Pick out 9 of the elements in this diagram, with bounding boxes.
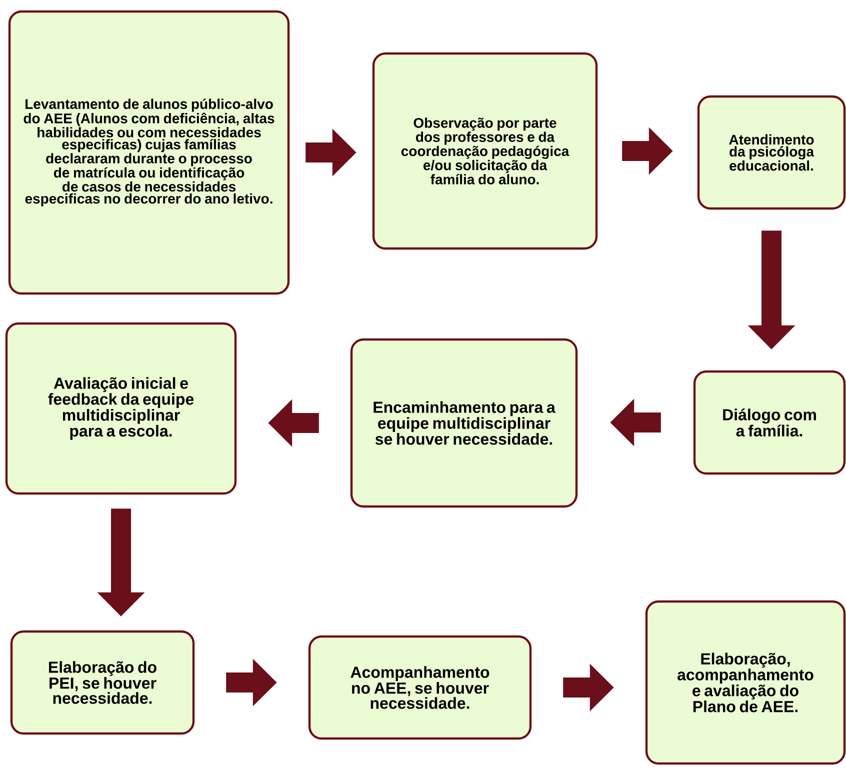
- process-box: Atendimento da psicóloga educacional.: [697, 95, 846, 210]
- process-box: Observação por parte dos professores e da coordenação pedagógica e/ou solicitação da família do aluno.: [372, 52, 598, 250]
- process-box: Diálogo com a família.: [693, 370, 846, 475]
- process-box: Levantamento de alunos público-alvo do AEE (Alunos com deficiência, altas habilidades ou com necessidades especificas) cujas famílias declararam durante o processo de matrícula ou identificação de casos de necessidades especificas no decorrer do ano letivo.: [8, 10, 290, 295]
- process-box: Acompanhamento no AEE, se houver necessidade.: [308, 635, 532, 740]
- process-box: Avaliação inicial e feedback da equipe multidisciplinar para a escola.: [5, 322, 237, 495]
- process-box: Encaminhamento para a equipe multidisciplinar se houver necessidade.: [350, 338, 578, 508]
- process-box: Elaboração, acompanhamento e avaliação do Plano de AEE.: [645, 600, 846, 765]
- process-box: Elaboração do PEI, se houver necessidade.: [10, 630, 195, 735]
